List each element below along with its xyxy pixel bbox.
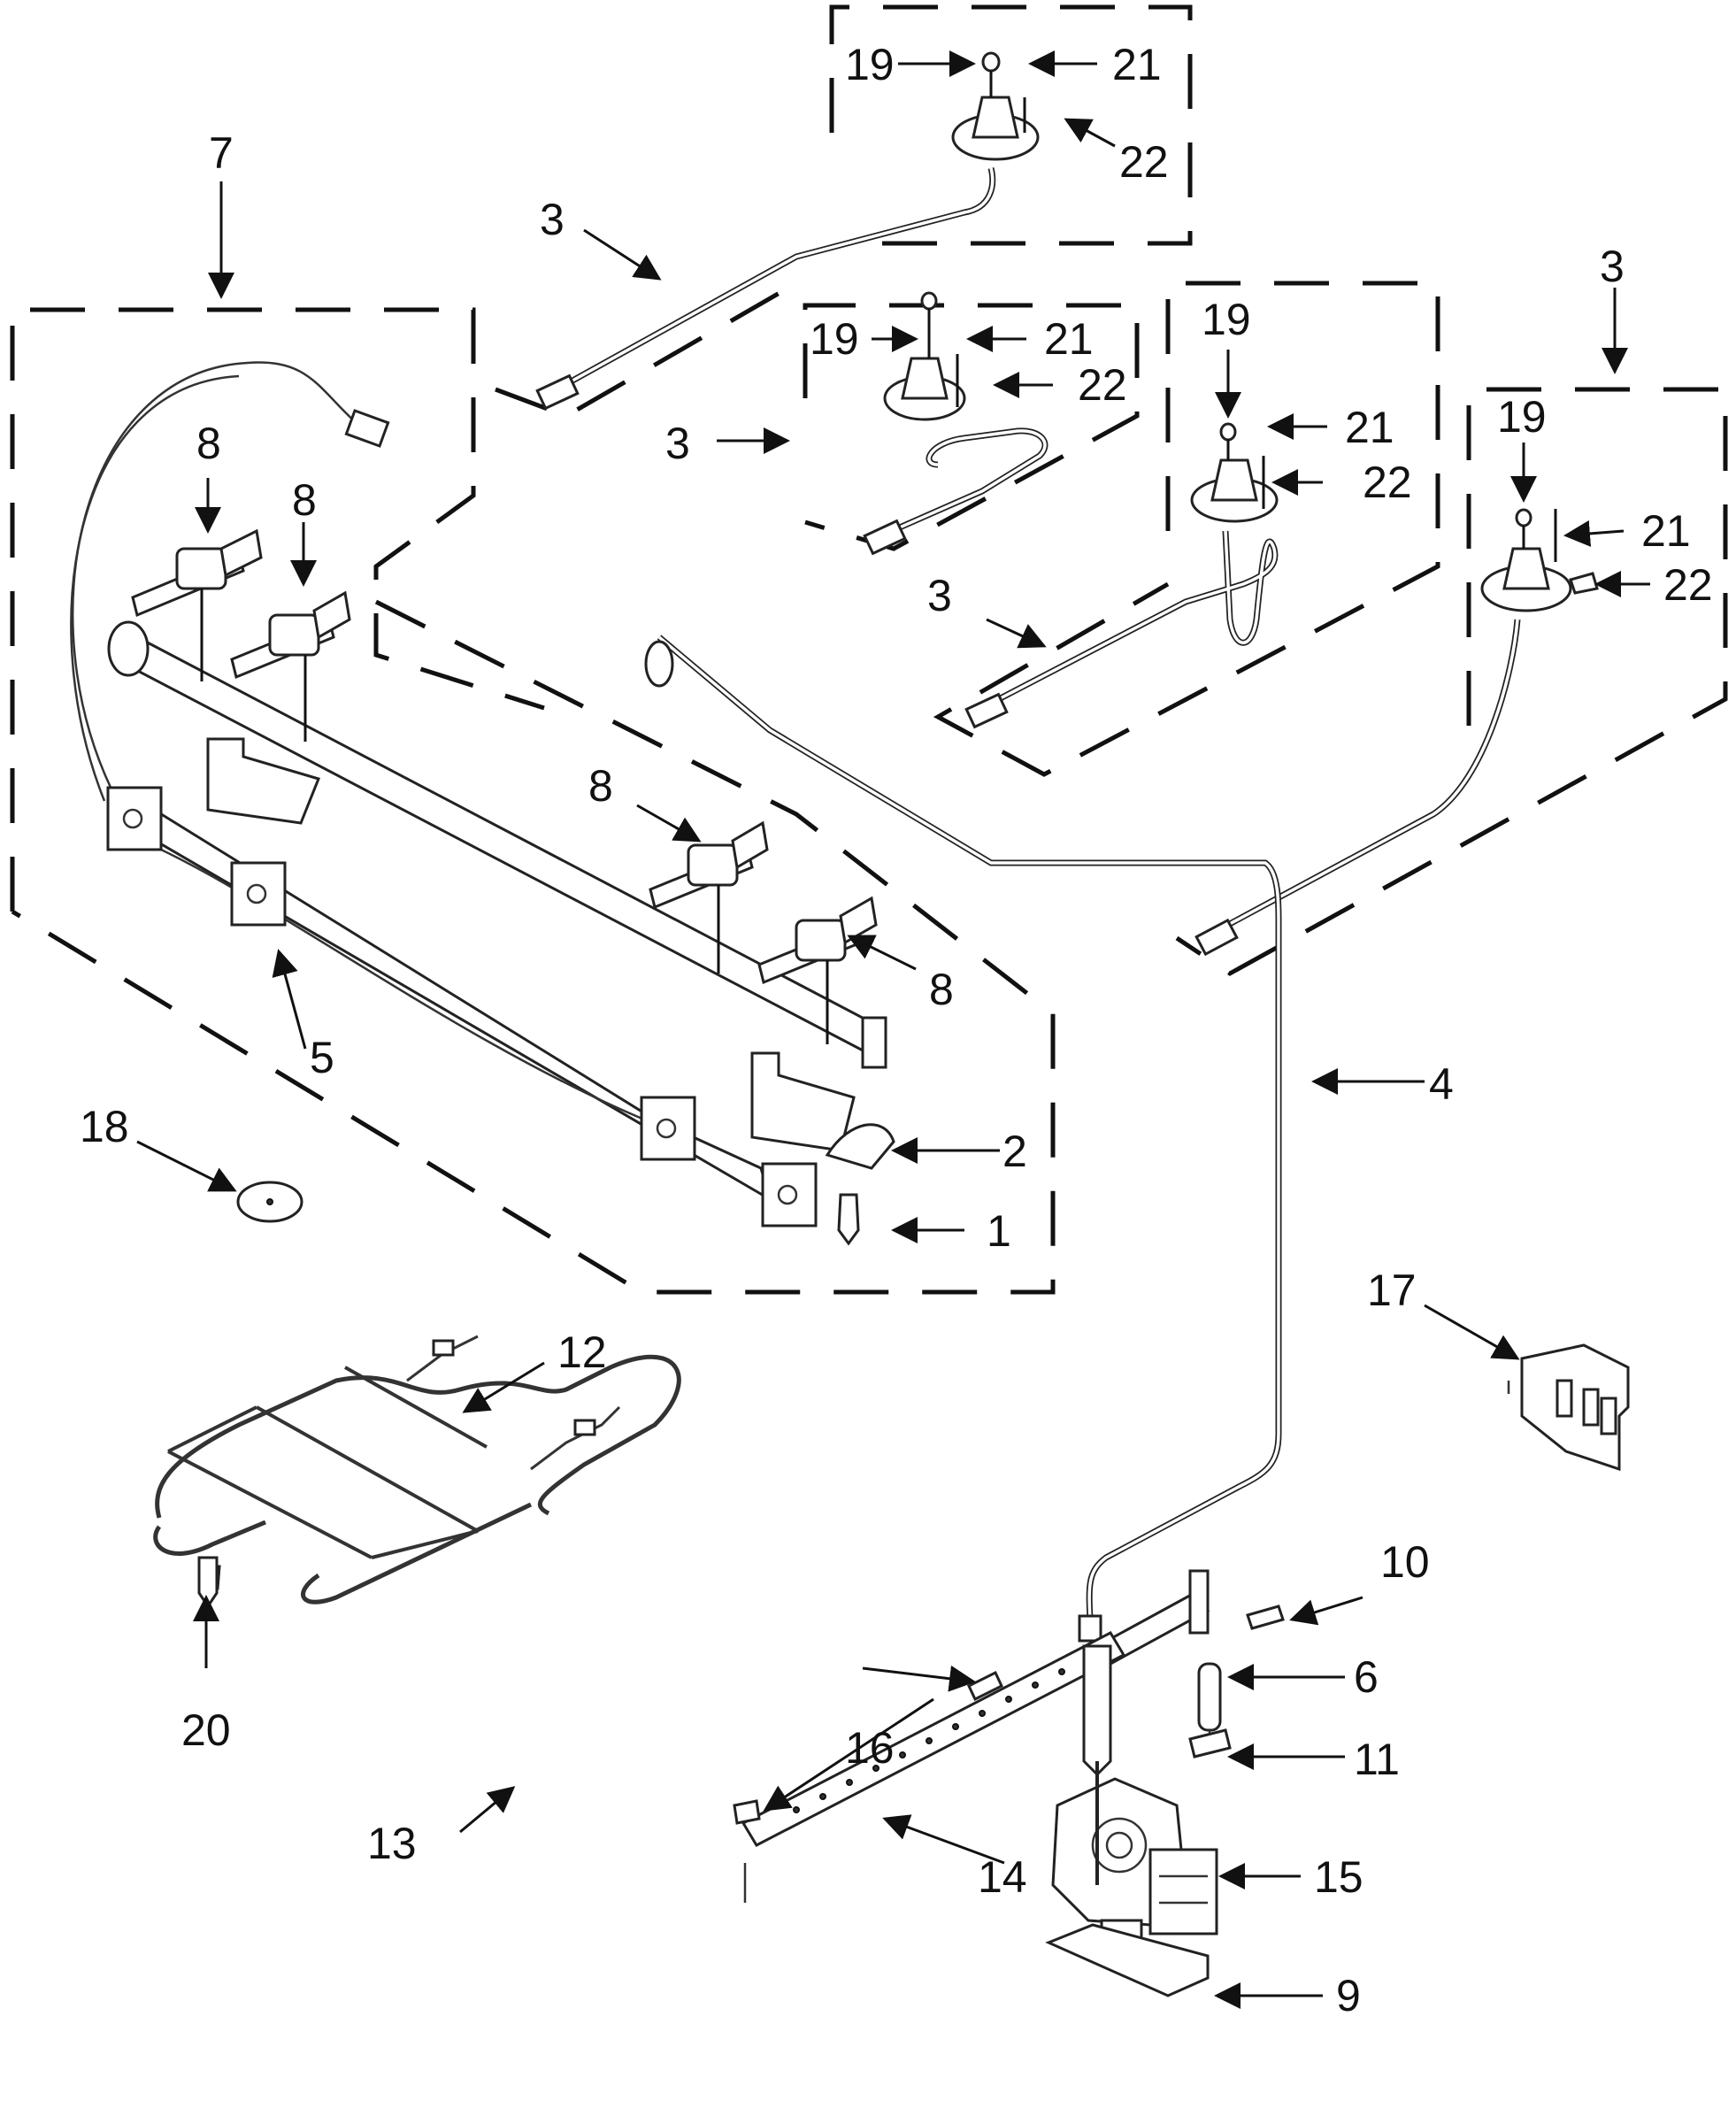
callout-21-c: 21 — [1345, 403, 1394, 452]
callout-12: 12 — [557, 1328, 607, 1377]
callout-6: 6 — [1354, 1652, 1379, 1702]
terminal-block — [1507, 1343, 1630, 1472]
callout-2: 2 — [1002, 1127, 1027, 1176]
assembly-boundaries — [10, 4, 1728, 1295]
manifold-end-cap — [861, 1016, 887, 1069]
callout-22-d: 22 — [1663, 560, 1713, 610]
igniter — [1197, 1662, 1222, 1732]
manifold-pipe-end — [107, 620, 150, 677]
boundary-tube-rear — [495, 281, 798, 419]
callout-11: 11 — [1354, 1735, 1400, 1784]
manifold-pipe — [121, 627, 887, 1065]
burner-valve-1 — [131, 528, 263, 681]
callout-19-a: 19 — [845, 40, 895, 89]
callout-4: 4 — [1429, 1059, 1454, 1109]
burner-blocks — [106, 786, 818, 1227]
callout-8-b: 8 — [292, 475, 317, 525]
valve-center — [863, 291, 1049, 556]
callout-3-mid: 3 — [665, 419, 690, 468]
boundary-front-right-valve — [1175, 387, 1728, 976]
boundary-rear-right-valve — [933, 281, 1440, 777]
callout-15: 15 — [1314, 1852, 1363, 1902]
oven-burner-tube — [741, 1631, 1126, 1847]
screw-11 — [1188, 1728, 1232, 1758]
leader-arrows — [136, 50, 1650, 2009]
callout-7: 7 — [209, 128, 234, 178]
callout-20: 20 — [181, 1705, 231, 1755]
callout-5: 5 — [310, 1033, 334, 1082]
callout-19-c: 19 — [1202, 295, 1251, 344]
mount-screw — [837, 1193, 860, 1246]
burner-valve-2 — [230, 590, 351, 742]
screw-16 — [733, 1799, 761, 1825]
callout-14: 14 — [978, 1852, 1027, 1902]
callout-8-d: 8 — [929, 965, 954, 1014]
mounting-plate — [1045, 1923, 1210, 1997]
burner-valve-3 — [649, 820, 769, 974]
mount-bracket-left — [206, 737, 321, 825]
valve-regulator — [1148, 1848, 1218, 1935]
valve-rear-right — [964, 422, 1279, 729]
callout-22-c: 22 — [1363, 458, 1412, 507]
callout-1: 1 — [987, 1206, 1011, 1256]
mount-bracket-right — [750, 1051, 856, 1152]
callout-9: 9 — [1336, 1971, 1361, 2020]
bake-element — [153, 1335, 681, 1605]
callouts: 1 2 3 3 3 3 4 5 6 7 8 8 8 8 9 10 11 12 1… — [80, 40, 1713, 2020]
callout-3-low: 3 — [927, 571, 952, 620]
oven-valve-assembly — [733, 1569, 1285, 1997]
boundary-burner-assembly — [10, 307, 1056, 1295]
callout-13: 13 — [367, 1819, 417, 1868]
element-screw — [197, 1556, 219, 1609]
wire-harness — [71, 361, 359, 797]
harness-connector — [344, 409, 390, 448]
callout-22-a: 22 — [1119, 137, 1169, 187]
wire-harness-2 — [70, 374, 240, 802]
boundary-rear-left-valve — [829, 4, 1193, 246]
callout-8-a: 8 — [196, 419, 221, 468]
support-rail-curve — [141, 839, 656, 1126]
callout-19-b: 19 — [810, 314, 859, 364]
callout-8-c: 8 — [588, 761, 613, 811]
orifice-16 — [967, 1670, 1003, 1702]
callout-18: 18 — [80, 1102, 129, 1151]
burner-valve-4 — [757, 896, 878, 1044]
callout-21-d: 21 — [1641, 506, 1691, 556]
callout-3-top: 3 — [540, 195, 565, 244]
burner-assembly — [70, 361, 895, 1246]
callout-19-d: 19 — [1497, 392, 1547, 442]
callout-22-b: 22 — [1078, 360, 1127, 410]
callout-16: 16 — [845, 1723, 895, 1773]
callout-17: 17 — [1367, 1266, 1417, 1315]
callout-21-a: 21 — [1112, 40, 1162, 89]
callout-3-right: 3 — [1600, 242, 1625, 291]
valve-rear-left — [535, 51, 1040, 411]
main-gas-tube — [644, 635, 1282, 1643]
callout-10: 10 — [1380, 1537, 1430, 1587]
bracket-screw — [1246, 1605, 1285, 1630]
callout-21-b: 21 — [1044, 314, 1094, 364]
